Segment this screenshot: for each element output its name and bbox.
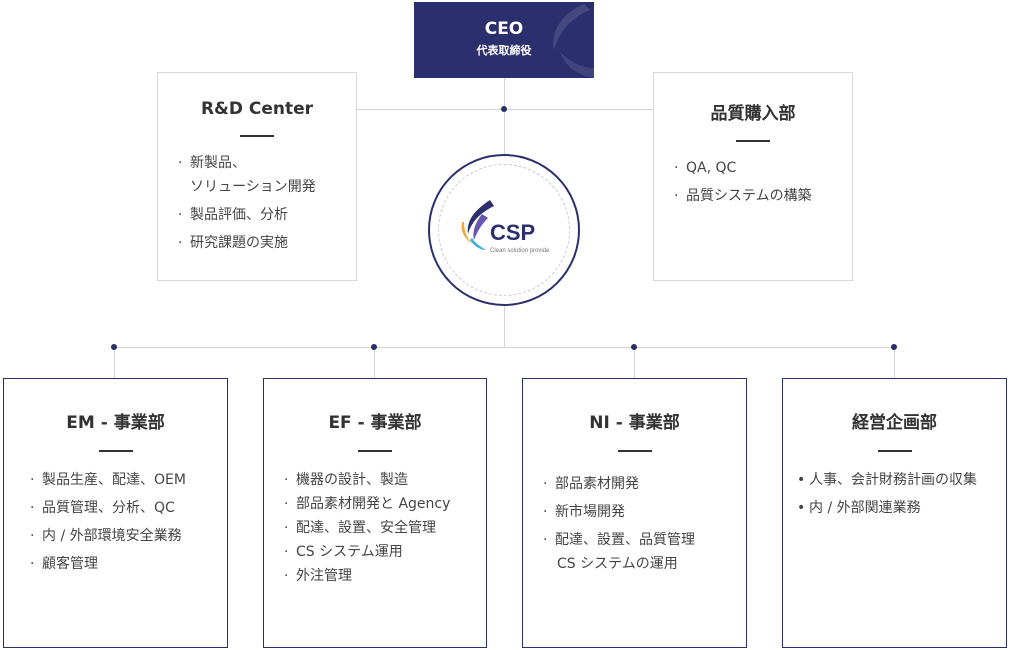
connector-em-drop [114, 347, 115, 378]
list-item: ·新製品、 [178, 155, 246, 171]
quality-purchasing-list: ·QA, QC ·品質システムの構築 [654, 156, 852, 208]
connector-node-ef [371, 344, 377, 350]
ef-division-list: ·機器の設計、製造 ·部品素材開発と Agency ·配達、設置、安全管理 ·C… [264, 468, 486, 588]
ceo-title: CEO [484, 19, 524, 39]
list-item: ·外注管理 [284, 568, 352, 584]
logo-ring [438, 164, 570, 296]
title-divider [98, 450, 133, 452]
list-item: CS システムの運用 [557, 556, 678, 572]
logo-tagline: Clean solution provide [490, 248, 550, 254]
list-item: •人事、会計財務計画の収集 [797, 472, 977, 488]
list-item: ·製品生産、配達、OEM [30, 472, 186, 488]
list-item: ·品質システムの構築 [674, 188, 812, 204]
list-item: ·部品素材開発と Agency [284, 496, 451, 512]
rd-center-title: R&D Center [200, 99, 314, 119]
connector-node-em [111, 344, 117, 350]
connector-bottom-horizontal [114, 347, 895, 348]
list-item: ·CS システム運用 [284, 544, 403, 560]
list-item: •内 / 外部関連業務 [797, 500, 921, 516]
list-item: ·部品素材開発 [543, 476, 639, 492]
em-division-list: ·製品生産、配達、OEM ·品質管理、分析、QC ·内 / 外部環境安全業務 ·… [4, 468, 227, 576]
connector-ef-drop [374, 347, 375, 378]
connector-node-ni [631, 344, 637, 350]
leaf-decoration-icon [553, 4, 594, 78]
list-item: ·配達、設置、品質管理 [543, 532, 695, 548]
em-division-box: EM - 事業部 ·製品生産、配達、OEM ·品質管理、分析、QC ·内 / 外… [3, 378, 228, 648]
connector-ni-drop [634, 347, 635, 378]
management-planning-box: 経営企画部 •人事、会計財務計画の収集 •内 / 外部関連業務 [782, 378, 1007, 648]
rd-center-box: R&D Center ·新製品、 ソリューション開発 ·製品評価、分析 ·研究課… [157, 72, 357, 281]
csp-logo-icon: CSP Clean solution provide [461, 200, 550, 254]
list-item: ·内 / 外部環境安全業務 [30, 528, 182, 544]
list-item: ·製品評価、分析 [178, 207, 288, 223]
list-item: ·研究課題の実施 [178, 235, 288, 251]
ceo-subtitle: 代表取締役 [476, 44, 532, 57]
list-item: ·配達、設置、安全管理 [284, 520, 436, 536]
logo-text: CSP [490, 220, 535, 245]
title-divider [240, 135, 274, 137]
rd-center-list: ·新製品、 ソリューション開発 ·製品評価、分析 ·研究課題の実施 [158, 151, 356, 255]
ni-division-list: ·部品素材開発 ·新市場開発 ·配達、設置、品質管理 CS システムの運用 [523, 472, 746, 576]
csp-logo-circle: CSP Clean solution provide [428, 154, 580, 306]
connector-ceo-vertical [504, 78, 505, 154]
connector-logo-vertical [504, 306, 505, 347]
title-divider [877, 450, 912, 452]
em-division-title: EM - 事業部 [66, 413, 165, 433]
ni-division-title: NI - 事業部 [589, 413, 680, 433]
management-planning-title: 経営企画部 [852, 413, 937, 433]
ef-division-box: EF - 事業部 ·機器の設計、製造 ·部品素材開発と Agency ·配達、設… [263, 378, 487, 648]
list-item: ·顧客管理 [30, 556, 98, 572]
list-item: ·新市場開発 [543, 504, 625, 520]
ceo-box: CEO 代表取締役 [414, 2, 594, 78]
ef-division-title: EF - 事業部 [328, 413, 422, 433]
connector-mgmt-drop [894, 347, 895, 378]
list-item: ·機器の設計、製造 [284, 472, 408, 488]
list-item: ·QA, QC [674, 160, 737, 176]
list-item: ソリューション開発 [190, 179, 316, 195]
connector-node-top [501, 106, 507, 112]
list-item: ·品質管理、分析、QC [30, 500, 175, 516]
management-planning-list: •人事、会計財務計画の収集 •内 / 外部関連業務 [783, 468, 1006, 520]
title-divider [617, 450, 652, 452]
title-divider [736, 140, 770, 142]
ni-division-box: NI - 事業部 ·部品素材開発 ·新市場開発 ·配達、設置、品質管理 CS シ… [522, 378, 747, 648]
connector-node-mgmt [891, 344, 897, 350]
quality-purchasing-title: 品質購入部 [710, 104, 796, 124]
quality-purchasing-box: 品質購入部 ·QA, QC ·品質システムの構築 [653, 72, 853, 281]
title-divider [358, 450, 392, 452]
